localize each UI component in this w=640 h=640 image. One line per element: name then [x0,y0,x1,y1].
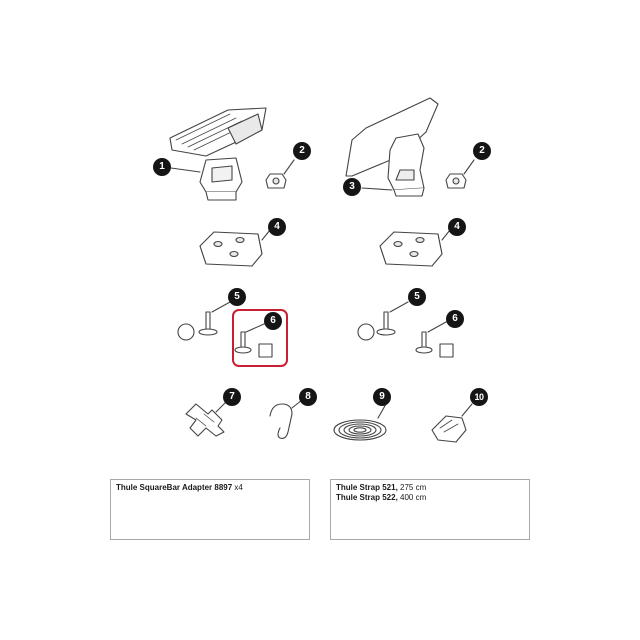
callout-3: 3 [343,178,361,196]
callout-10: 10 [470,388,488,406]
part-1-wheel-holder-drawing [169,107,267,201]
callout-6: 6 [264,312,282,330]
part-6-bolt-drawing [234,323,273,358]
part-8-hook-drawing [269,399,303,439]
strap-522-length: 400 cm [397,493,427,502]
callout-6-right: 6 [446,310,464,328]
callout-1: 1 [153,158,171,176]
part-10-buckle-drawing [431,403,473,443]
part-9-coiled-strap-drawing [333,403,387,441]
squarebar-adapter-box [110,479,310,540]
part-3-pad-holder-drawing [345,97,439,197]
part-4-base-plate-drawing [199,229,271,267]
part-5-bolt-drawing [177,301,231,341]
callout-2: 2 [293,142,311,160]
callout-8: 8 [299,388,317,406]
squarebar-adapter-title: Thule SquareBar Adapter 8897 x4 [116,483,243,493]
callout-2-right: 2 [473,142,491,160]
strap-line-1: Thule Strap 521, 275 cm [336,483,426,493]
part-2-knob-right-drawing [445,159,475,189]
strap-522-name: Thule Strap 522, [336,493,398,502]
callout-4-right: 4 [448,218,466,236]
strap-521-name: Thule Strap 521, [336,483,398,492]
part-5-bolt-right-drawing [357,301,409,341]
strap-box [330,479,530,540]
callout-9: 9 [373,388,391,406]
part-4-base-plate-right-drawing [379,229,451,267]
squarebar-adapter-name: Thule SquareBar Adapter 8897 [116,483,233,492]
callout-5: 5 [228,288,246,306]
part-6-highlight-frame [232,309,288,367]
callout-7: 7 [223,388,241,406]
squarebar-adapter-qty: x4 [232,483,243,492]
part-7-clip-drawing [185,401,227,437]
strap-line-2: Thule Strap 522, 400 cm [336,493,426,503]
part-6-bolt-right-drawing [415,321,454,358]
callout-5-right: 5 [408,288,426,306]
strap-521-length: 275 cm [397,483,427,492]
part-2-knob-drawing [265,159,295,189]
callout-4: 4 [268,218,286,236]
